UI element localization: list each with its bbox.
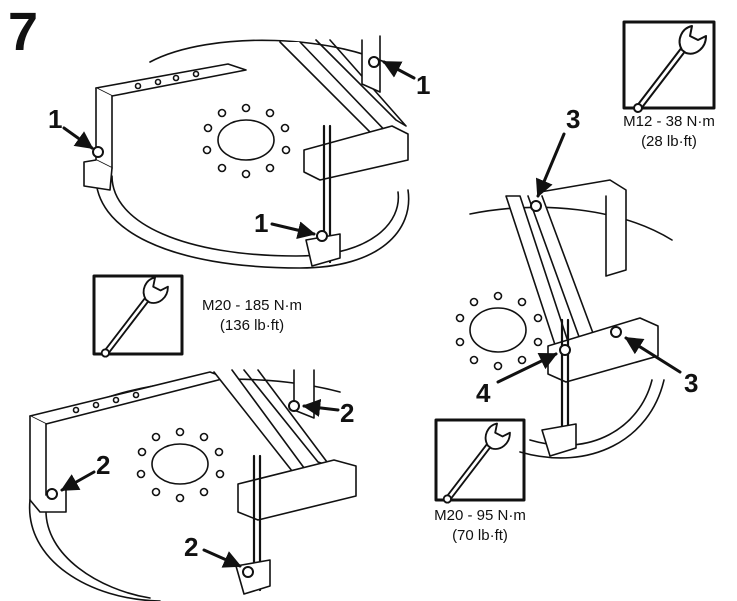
callout-2-right: 2: [340, 398, 355, 428]
deck-rim-outer-3: [519, 379, 665, 459]
arrow-3b: [624, 336, 682, 374]
torque-imperial: (70 lb·ft): [452, 527, 508, 544]
bracket-3: [539, 179, 627, 277]
hub-bolt-circle: [202, 103, 291, 179]
deck-rim-inner: [111, 175, 400, 257]
torque-label-m20-95: M20 - 95 N·m (70 lb·ft): [418, 506, 542, 546]
bolt-2-lower: [242, 566, 254, 578]
arrow-3a: [535, 132, 566, 198]
bolt-1-lower: [316, 230, 328, 242]
arrow-4: [496, 352, 558, 384]
deck-outline-top-3: [469, 206, 673, 241]
callout-2-left: 2: [96, 450, 111, 480]
callout-3-side: 3: [684, 368, 699, 398]
callout-2-lower: 2: [184, 532, 199, 562]
view-right: [455, 132, 682, 459]
hub-bolt-circle-2: [136, 427, 225, 503]
arrow-1a: [62, 126, 94, 150]
torque-imperial: (28 lb·ft): [641, 133, 697, 150]
bracket-left-leg-2: [29, 415, 47, 509]
bolt-4: [559, 344, 571, 356]
torque-spec: M20 - 95 N·m: [434, 507, 526, 524]
bolt-2-right: [288, 400, 300, 412]
bracket-top-plate-2: [29, 371, 227, 425]
wrench-box-m20-185: [92, 276, 184, 357]
arrow-2a: [60, 470, 96, 492]
threaded-rod-3: [560, 318, 570, 442]
bracket-holes-2: [72, 391, 140, 414]
arrow-1c: [270, 221, 316, 240]
hub-opening-3: [469, 307, 527, 353]
crossbar-block-2: [237, 459, 357, 521]
view-bottom-left: [28, 369, 357, 601]
wrench-icon: [634, 26, 706, 112]
step-number: 7: [8, 2, 39, 62]
lower-clamp: [305, 233, 341, 267]
crossbar-block: [303, 125, 409, 181]
torque-label-m20-185: M20 - 185 N·m (136 lb·ft): [184, 296, 320, 336]
deck-rim-outer-2: [28, 499, 161, 601]
bracket-holes: [134, 70, 200, 90]
hub-opening-2: [151, 443, 209, 485]
wrench-icon: [102, 278, 168, 357]
callout-3-top: 3: [566, 104, 581, 134]
arrow-1b: [382, 60, 416, 80]
crossbar-block-3: [547, 317, 659, 383]
wrench-icon: [444, 424, 510, 503]
lower-clamp-3: [541, 423, 577, 457]
callout-4: 4: [476, 378, 491, 408]
callout-1-lower: 1: [254, 208, 269, 238]
view-top-left: [62, 35, 416, 269]
bracket-foot: [83, 159, 113, 191]
bolt-1-left: [92, 146, 104, 158]
bolt-1-right: [368, 56, 380, 68]
callout-1-left: 1: [48, 104, 63, 134]
hub-opening: [217, 119, 275, 161]
callout-1-right: 1: [416, 70, 431, 100]
wrench-box-m12: [622, 20, 716, 112]
deck-rim-outer: [95, 171, 410, 269]
bolt-3-side: [610, 326, 622, 338]
bolt-2-left: [46, 488, 58, 500]
bracket-top-plate: [95, 63, 247, 97]
arrow-2b: [302, 398, 340, 417]
bolt-3-top: [530, 200, 542, 212]
deck-rim-inner-2: [45, 507, 151, 599]
torque-imperial: (136 lb·ft): [219, 317, 285, 334]
arrow-2c: [202, 548, 242, 568]
torque-label-m12: M12 - 38 N·m (28 lb·ft): [608, 112, 730, 152]
torque-spec: M20 - 185 N·m: [201, 297, 303, 314]
torque-spec: M12 - 38 N·m: [623, 113, 715, 130]
wrench-box-m20-95: [434, 418, 526, 503]
hub-bolt-circle-3: [455, 291, 543, 371]
